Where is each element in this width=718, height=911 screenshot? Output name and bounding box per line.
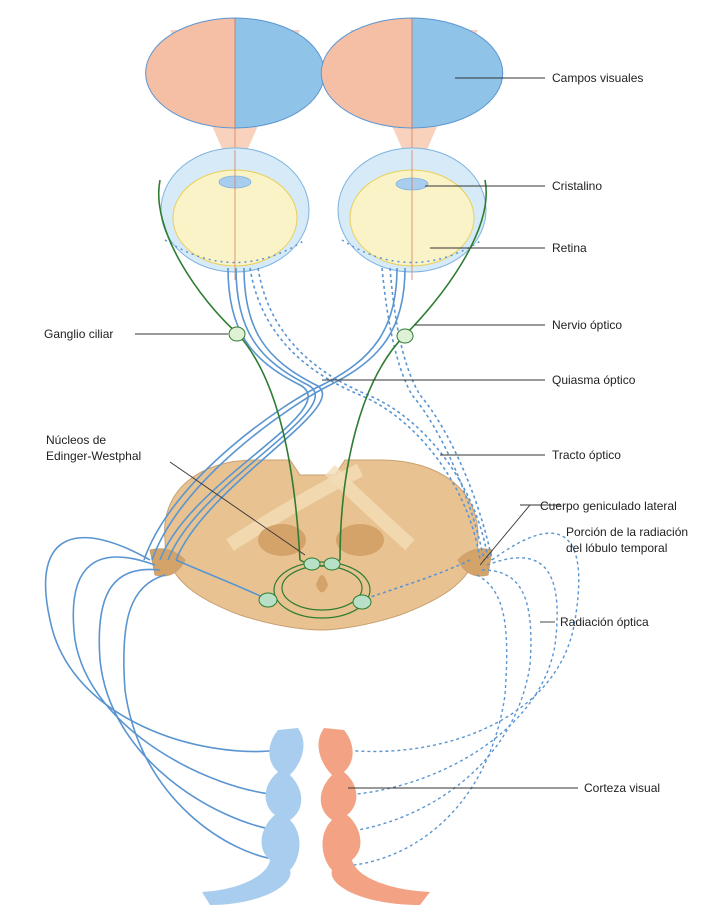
midbrain-section bbox=[150, 460, 492, 630]
ew-nucleus-right bbox=[324, 558, 340, 570]
label-retina: Retina bbox=[552, 241, 587, 255]
visual-cortex-right bbox=[319, 728, 430, 905]
left-ciliary-ganglion bbox=[229, 327, 245, 341]
right-eye bbox=[338, 148, 486, 272]
label-porcion-line1: Porción de la radiación bbox=[566, 525, 688, 539]
ew-nucleus-left bbox=[304, 558, 320, 570]
left-eye bbox=[161, 148, 309, 272]
label-tracto-optico: Tracto óptico bbox=[552, 448, 621, 462]
label-quiasma-optico: Quiasma óptico bbox=[552, 373, 636, 387]
label-porcion-line2: del lóbulo temporal bbox=[566, 541, 667, 555]
label-nervio-optico: Nervio óptico bbox=[552, 318, 622, 332]
label-cristalino: Cristalino bbox=[552, 179, 602, 193]
label-nucleos-line1: Núcleos de bbox=[46, 433, 106, 447]
right-ciliary-ganglion bbox=[397, 329, 413, 343]
label-cuerpo-geniculado: Cuerpo geniculado lateral bbox=[540, 499, 677, 513]
label-radiacion-optica: Radiación óptica bbox=[560, 615, 649, 629]
label-ganglio-ciliar: Ganglio ciliar bbox=[44, 327, 113, 341]
pretectal-nucleus-right bbox=[353, 595, 371, 609]
pretectal-nucleus-left bbox=[259, 593, 277, 607]
visual-cortex-left bbox=[202, 728, 303, 905]
label-corteza-visual: Corteza visual bbox=[584, 781, 660, 795]
label-nucleos-line2: Edinger-Westphal bbox=[46, 449, 141, 463]
label-campos-visuales: Campos visuales bbox=[552, 71, 643, 85]
